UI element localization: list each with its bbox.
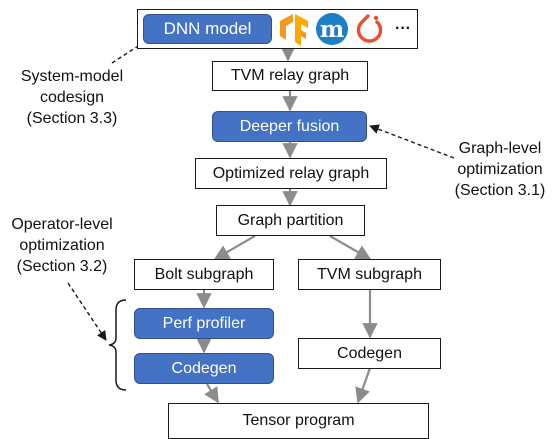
bolt-codegen-node: Codegen: [134, 353, 274, 384]
tensor-program-node: Tensor program: [168, 403, 429, 439]
graph-level-line-3: (Section 3.1): [454, 182, 546, 199]
graph-level-line-1: Graph-level: [458, 140, 542, 157]
system-model-line-1: System-model: [20, 68, 124, 85]
operator-level-brace: [108, 299, 127, 391]
arrow-tvm-codegen-to-tensor: [355, 367, 372, 404]
operator-level-annotation: Operator-level optimization (Section 3.2…: [6, 214, 118, 277]
more-frameworks-ellipsis: ···: [395, 20, 411, 37]
arrow-partition-to-bolt: [213, 235, 256, 260]
pytorch-logo: [356, 14, 383, 43]
tensorflow-logo: [280, 14, 308, 46]
bolt-subgraph-node: Bolt subgraph: [134, 259, 274, 290]
operator-level-line-3: (Section 3.2): [16, 258, 108, 275]
tvm-relay-graph-node: TVM relay graph: [212, 61, 368, 91]
operator-level-line-1: Operator-level: [11, 216, 113, 233]
dashed-arrow-operator-level: [67, 282, 107, 341]
svg-text:m: m: [320, 16, 344, 43]
graph-level-line-2: optimization: [457, 161, 543, 178]
mxnet-logo: m: [316, 13, 348, 45]
system-model-line-3: (Section 3.3): [26, 110, 118, 127]
arrow-partition-to-tvm: [329, 235, 372, 260]
system-model-annotation: System-model codesign (Section 3.3): [8, 66, 136, 129]
perf-profiler-node: Perf profiler: [134, 308, 274, 339]
deeper-fusion-node: Deeper fusion: [212, 111, 367, 142]
arrow-bolt-codegen-to-tensor: [204, 383, 219, 404]
optimized-relay-graph-node: Optimized relay graph: [195, 158, 387, 189]
graph-level-annotation: Graph-level optimization (Section 3.1): [448, 138, 552, 201]
operator-level-line-2: optimization: [19, 237, 105, 254]
system-model-line-2: codesign: [39, 89, 105, 106]
dnn-model-node: DNN model: [143, 14, 272, 44]
tvm-subgraph-node: TVM subgraph: [298, 259, 441, 290]
graph-partition-node: Graph partition: [216, 205, 365, 236]
tvm-codegen-node: Codegen: [298, 338, 441, 369]
dashed-arrow-graph-level: [369, 124, 455, 159]
